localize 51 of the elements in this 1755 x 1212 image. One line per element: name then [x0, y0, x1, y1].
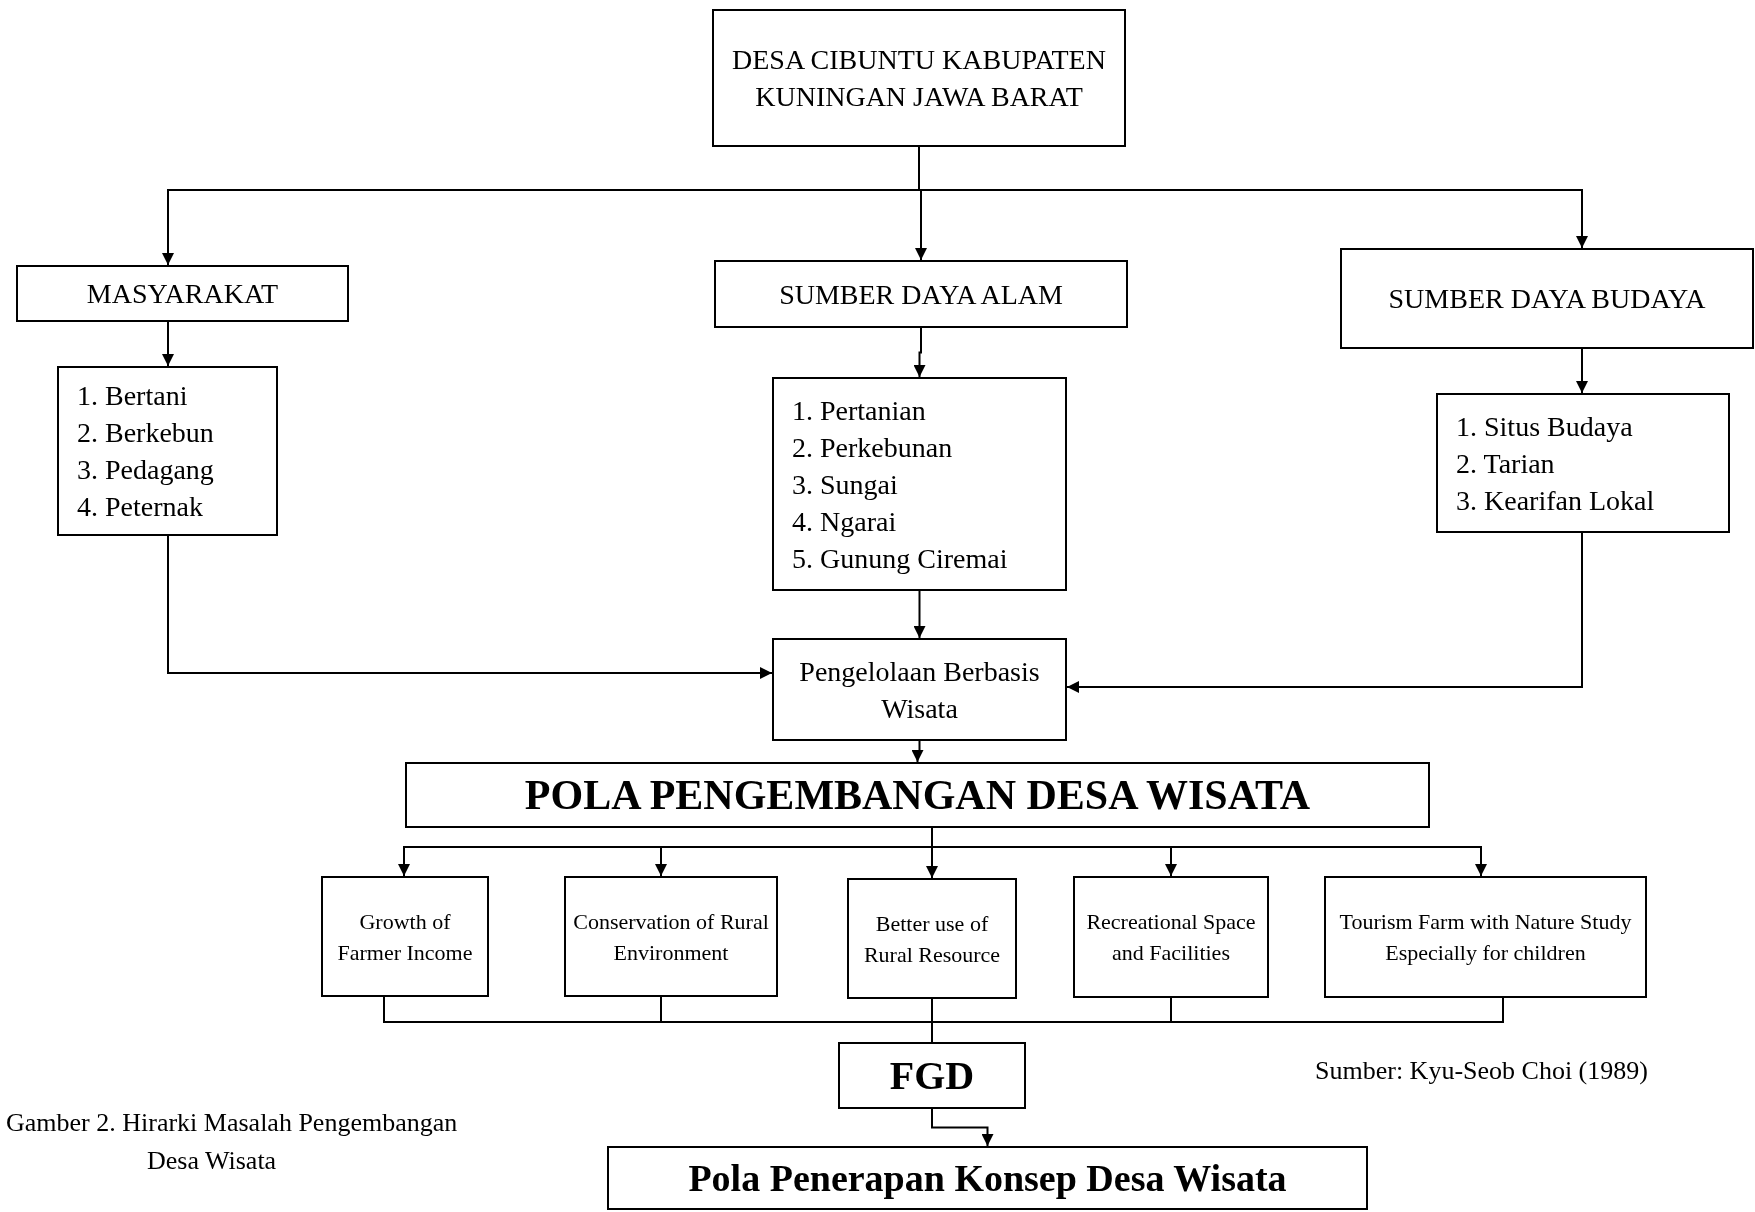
list-box: [57, 366, 278, 536]
box-text: SUMBER DAYA BUDAYA: [1388, 282, 1706, 316]
process-box: [321, 876, 489, 997]
arrow: [931, 1108, 994, 1147]
list-item: 3. Sungai: [792, 467, 898, 502]
arrow: [167, 535, 773, 679]
box-text: Pola Penerapan Konsep Desa Wisata: [688, 1156, 1287, 1201]
list-item: 2. Berkebun: [77, 416, 214, 450]
arrow: [911, 740, 924, 763]
box-text: Recreational Space and Facilities: [1085, 908, 1257, 967]
process-box: [405, 762, 1430, 828]
process-box: [16, 265, 349, 322]
figure-caption: Gamber 2. Hirarki Masalah Pengembangan Desa Wisata: [5, 1107, 459, 1177]
source-note: Sumber: Kyu-Seob Choi (1989): [1315, 1055, 1648, 1087]
list-item: 1. Pertanian: [792, 393, 926, 428]
list-item: 3. Pedagang: [77, 453, 214, 487]
process-box: [1324, 876, 1647, 998]
process-box: [714, 260, 1128, 328]
arrow: [162, 321, 174, 367]
process-box: [772, 638, 1067, 741]
list-item: 4. Ngarai: [792, 504, 897, 539]
list-item: 1. Bertani: [77, 379, 188, 413]
list-item: 1. Situs Budaya: [1456, 409, 1633, 444]
arrow: [1066, 532, 1583, 693]
box-text: DESA CIBUNTU KABUPATEN KUNINGAN JAWA BARAT: [731, 43, 1107, 114]
process-box: [847, 878, 1017, 999]
list-item: 4. Peternak: [77, 490, 203, 524]
box-text: Tourism Farm with Nature Study Especially for children: [1338, 908, 1633, 967]
list-item: 5. Gunung Ciremai: [792, 541, 1008, 576]
box-text: FGD: [889, 1051, 975, 1100]
arrow: [913, 327, 926, 378]
process-box: [1073, 876, 1269, 998]
list-box: [1436, 393, 1730, 533]
process-box: [838, 1042, 1026, 1109]
arrow: [913, 590, 926, 639]
box-text: Better use of Rural Resource: [862, 909, 1002, 969]
process-box: [564, 876, 778, 997]
process-box: [712, 9, 1126, 147]
process-box: [1340, 248, 1754, 349]
list-box: [772, 377, 1067, 591]
list-item: 2. Tarian: [1456, 446, 1555, 481]
box-text: Conservation of Rural Environment: [572, 907, 770, 967]
box-text: POLA PENGEMBANGAN DESA WISATA: [524, 771, 1311, 820]
box-text: MASYARAKAT: [86, 277, 279, 311]
box-text: Pengelolaan Berbasis Wisata: [798, 654, 1041, 726]
list-item: 2. Perkebunan: [792, 430, 953, 465]
arrow: [1576, 348, 1588, 394]
box-text: Growth of Farmer Income: [336, 907, 474, 967]
process-box: [607, 1146, 1368, 1210]
list-item: 3. Kearifan Lokal: [1456, 483, 1655, 518]
box-text: SUMBER DAYA ALAM: [779, 277, 1063, 312]
